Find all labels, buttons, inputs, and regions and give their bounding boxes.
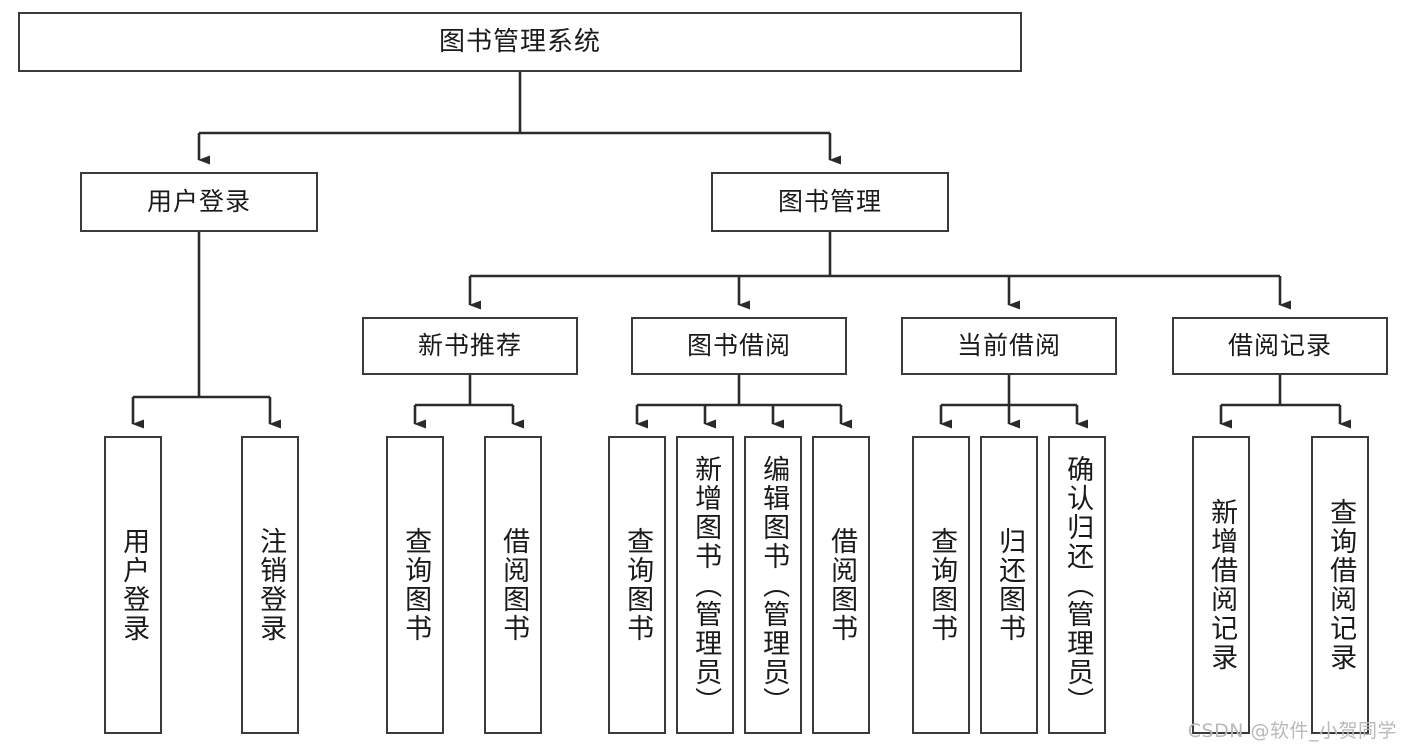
leaf-user-login-login-label: 用户登录 <box>118 527 150 643</box>
leaf-record-query-record-label: 查询借阅记录 <box>1325 498 1357 672</box>
leaf-inner: 编辑图书（管理员） <box>746 438 800 732</box>
leaf-borrow-add-book-admin-label: 新增图书（管理员） <box>690 454 722 716</box>
node-new-book-recommend[interactable]: 新书推荐 <box>362 317 578 375</box>
node-book-borrow-label: 图书借阅 <box>686 331 791 361</box>
node-root-label: 图书管理系统 <box>438 26 601 57</box>
leaf-inner: 查询图书 <box>610 438 664 732</box>
leaf-record-query-record[interactable]: 查询借阅记录 <box>1311 436 1369 734</box>
node-book-borrow[interactable]: 图书借阅 <box>631 317 847 375</box>
leaf-user-login-logout-label: 注销登录 <box>255 527 287 643</box>
leaf-inner: 借阅图书 <box>814 438 868 732</box>
node-borrow-record[interactable]: 借阅记录 <box>1172 317 1388 375</box>
leaf-inner: 归还图书 <box>982 438 1036 732</box>
node-new-book-recommend-label: 新书推荐 <box>417 331 522 361</box>
node-current-borrow[interactable]: 当前借阅 <box>901 317 1117 375</box>
leaf-current-query-book-label: 查询图书 <box>926 527 958 643</box>
leaf-current-return-book-label: 归还图书 <box>994 527 1026 643</box>
node-current-borrow-label: 当前借阅 <box>956 331 1061 361</box>
leaf-current-confirm-return-admin-label: 确认归还（管理员） <box>1062 454 1094 716</box>
leaf-recommend-query-book-label: 查询图书 <box>400 527 432 643</box>
leaf-recommend-borrow-book[interactable]: 借阅图书 <box>484 436 542 734</box>
node-book-management[interactable]: 图书管理 <box>711 172 949 232</box>
leaf-borrow-borrow-book-label: 借阅图书 <box>826 527 858 643</box>
leaf-user-login-login[interactable]: 用户登录 <box>104 436 162 734</box>
leaf-recommend-borrow-book-label: 借阅图书 <box>498 527 530 643</box>
leaf-current-confirm-return-admin[interactable]: 确认归还（管理员） <box>1048 436 1106 734</box>
node-book-management-label: 图书管理 <box>777 187 882 217</box>
leaf-borrow-query-book[interactable]: 查询图书 <box>608 436 666 734</box>
leaf-current-query-book[interactable]: 查询图书 <box>912 436 970 734</box>
leaf-inner: 新增图书（管理员） <box>678 438 732 732</box>
leaf-current-return-book[interactable]: 归还图书 <box>980 436 1038 734</box>
leaf-inner: 借阅图书 <box>486 438 540 732</box>
leaf-inner: 用户登录 <box>106 438 160 732</box>
leaf-borrow-edit-book-admin-label: 编辑图书（管理员） <box>758 454 790 716</box>
leaf-borrow-edit-book-admin[interactable]: 编辑图书（管理员） <box>744 436 802 734</box>
leaf-inner: 查询图书 <box>914 438 968 732</box>
node-root[interactable]: 图书管理系统 <box>18 12 1022 72</box>
watermark: CSDN @软件_小贺同学 <box>1187 720 1397 742</box>
leaf-user-login-logout[interactable]: 注销登录 <box>241 436 299 734</box>
leaf-record-add-record[interactable]: 新增借阅记录 <box>1192 436 1250 734</box>
leaf-borrow-add-book-admin[interactable]: 新增图书（管理员） <box>676 436 734 734</box>
leaf-inner: 注销登录 <box>243 438 297 732</box>
leaf-inner: 新增借阅记录 <box>1194 438 1248 732</box>
leaf-recommend-query-book[interactable]: 查询图书 <box>386 436 444 734</box>
leaf-borrow-query-book-label: 查询图书 <box>622 527 654 643</box>
node-user-login-label: 用户登录 <box>146 187 251 217</box>
leaf-inner: 确认归还（管理员） <box>1050 438 1104 732</box>
node-user-login[interactable]: 用户登录 <box>80 172 318 232</box>
leaf-inner: 查询图书 <box>388 438 442 732</box>
leaf-inner: 查询借阅记录 <box>1313 438 1367 732</box>
leaf-borrow-borrow-book[interactable]: 借阅图书 <box>812 436 870 734</box>
leaf-record-add-record-label: 新增借阅记录 <box>1206 498 1238 672</box>
node-borrow-record-label: 借阅记录 <box>1227 331 1332 361</box>
